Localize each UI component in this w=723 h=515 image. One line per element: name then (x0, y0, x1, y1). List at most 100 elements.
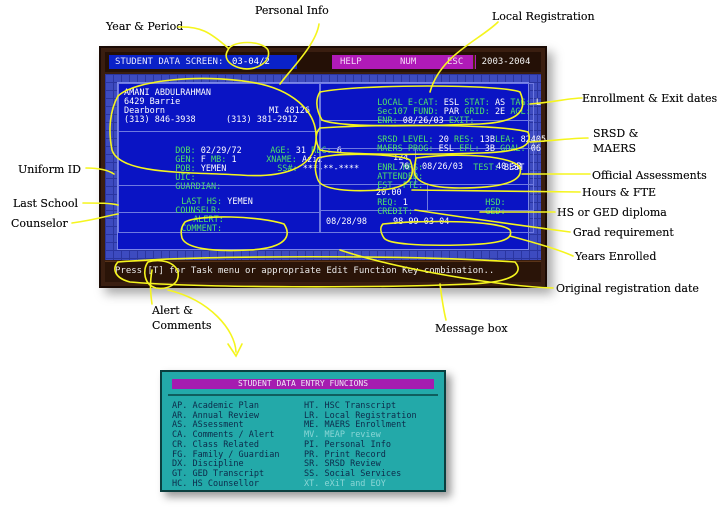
last-year-enrolled[interactable]: 03-04 (423, 217, 450, 227)
header-bar: STUDENT DATA SCREEN: 03-04/2 HELP NUM ES… (105, 52, 541, 72)
req-field[interactable]: 1 (402, 198, 408, 208)
annotation-alert-comments-2: Comments (152, 319, 212, 332)
task-menu-item-code: CR. (172, 439, 188, 450)
test-level-field[interactable]: 3B (511, 162, 522, 172)
comment-label: COMMENT: (181, 224, 223, 234)
task-menu-item-code: FG. (172, 449, 188, 460)
student-record-panel: AMANI ABDULRAHMAN 6429 Barrie Dearborn M… (117, 82, 546, 250)
task-menu-item-cr[interactable]: CR. Class Related (172, 439, 279, 451)
task-menu-item-ap[interactable]: AP. Academic Plan (172, 401, 279, 412)
task-menu-item-code: HC. (172, 478, 188, 489)
annotation-alert-comments-1: Alert & (152, 304, 193, 317)
local-registration-pane: LOCAL E-CAT: ESL STAT: AS TAG: L Sec107 … (320, 83, 541, 126)
task-menu-item-label: Academic Plan (192, 401, 260, 411)
task-menu-item-lr[interactable]: LR. Local Registration (304, 410, 417, 422)
tag-field[interactable]: L (535, 98, 542, 108)
ss-label: SS#: (277, 164, 298, 174)
task-menu-item-code: PI. (304, 439, 320, 450)
credit-label: CREDIT: (377, 207, 414, 217)
message-box: Press [T] for Task menu or appropriate E… (105, 261, 541, 282)
task-menu-arrowhead (227, 343, 243, 358)
task-menu-item-code: PR. (304, 449, 320, 460)
task-menu-item-code: HT. (304, 401, 320, 411)
task-menu-item-label: Personal Info (324, 439, 392, 450)
original-registration-date[interactable]: 08/28/98 (326, 217, 367, 227)
function-key-bar: HELP NUM ESC (332, 55, 476, 69)
req-label: REQ: (377, 198, 398, 208)
num-key[interactable]: NUM (400, 57, 417, 67)
phone-secondary[interactable]: (313) 381-2912 (226, 115, 298, 125)
task-menu-item-as[interactable]: AS. ASsessment (172, 421, 279, 431)
task-menu-item-label: Comments / Alert (192, 430, 275, 441)
task-menu-item-xt: XT. eXiT and EOY (304, 478, 417, 490)
task-menu-item-code: LR. (304, 410, 320, 421)
task-menu-item-code: SS. (304, 468, 320, 479)
task-menu-item-ca[interactable]: CA. Comments / Alert (172, 430, 279, 441)
task-menu-item-hc[interactable]: HC. HS Counsellor (172, 478, 279, 490)
task-menu-item-label: Discipline (192, 459, 244, 470)
task-menu-item-mv: MV. MEAP review (304, 430, 417, 441)
test-score-field[interactable]: 40 (496, 162, 507, 172)
srsd-maers-pane: SRSD LEVEL: 20 RES: 13BLEA: 82405 MAERS … (320, 121, 546, 154)
task-menu-item-pr[interactable]: PR. Print Record (304, 449, 417, 461)
agl-label: AGL: (510, 107, 531, 117)
annotation-original-registration-date: Original registration date (556, 282, 699, 295)
goal-field[interactable]: 06 (530, 144, 542, 154)
annotation-grad-requirement: Grad requirement (573, 226, 674, 239)
task-menu-item-code: AR. (172, 410, 188, 421)
req-value-field[interactable]: 20.00 (376, 188, 402, 198)
task-menu-item-label: Social Services (324, 468, 402, 479)
task-menu-item-gt[interactable]: GT. GED Transcript (172, 468, 279, 480)
guardian-label: GUARDIAN: (175, 182, 222, 192)
annotation-srsd-maers-2: MAERS (593, 142, 637, 155)
task-menu-item-label: MEAP review (324, 430, 381, 441)
official-assessment-pane: TEST: BEST 08/26/03 40 3B (416, 149, 534, 185)
divider (119, 131, 319, 132)
task-menu-item-code: GT. (172, 468, 188, 479)
counselor-label: COUNSELR: (175, 206, 222, 216)
task-menu-item-label: Annual Review (192, 410, 260, 421)
year-period-field[interactable]: 03-04/2 (232, 57, 270, 67)
annotation-years-enrolled: Years Enrolled (575, 250, 657, 263)
task-menu-item-ss[interactable]: SS. Social Services (304, 468, 417, 480)
last-hs-field[interactable]: YEMEN (227, 197, 253, 207)
task-menu-item-label: Local Registration (324, 410, 417, 421)
grid-field[interactable]: 2E (494, 107, 506, 117)
message-box-pointer (439, 283, 447, 321)
esc-key[interactable]: ESC (447, 57, 464, 67)
last-hs-label: LAST HS: (181, 197, 223, 207)
annotation-last-school: Last School (13, 197, 78, 210)
years-enrolled-pane: 08/28/98 98-99 03-04 (320, 211, 534, 233)
annotation-uniform-id: Uniform ID (18, 163, 81, 176)
task-menu: STUDENT DATA ENTRY FUNCIONS AP. Academic… (160, 370, 446, 492)
annotation-official-assessments: Official Assessments (592, 169, 707, 182)
screen-title-box: STUDENT DATA SCREEN: 03-04/2 (109, 55, 297, 69)
school-year: 2003-2004 (473, 55, 537, 69)
test-label: TEST: (473, 163, 499, 173)
task-menu-item-ar[interactable]: AR. Annual Review (172, 410, 279, 422)
task-menu-item-dx[interactable]: DX. Discipline (172, 459, 279, 470)
grad-requirement-pane: REQ: 1 20.00 CREDIT: (320, 185, 428, 217)
annotation-message-box: Message box (435, 322, 508, 335)
task-menu-item-fg[interactable]: FG. Family / Guardian (172, 449, 279, 461)
first-year-enrolled[interactable]: 98-99 (393, 217, 419, 227)
task-menu-item-sr[interactable]: SR. SRSD Review (304, 459, 417, 470)
task-menu-item-pi[interactable]: PI. Personal Info (304, 439, 417, 451)
task-menu-item-label: HS Counsellor (192, 478, 260, 489)
hs-ged-diploma-pane: HSD: GED: (428, 185, 534, 217)
annotation-hs-ged: HS or GED diploma (557, 206, 667, 219)
help-key[interactable]: HELP (340, 57, 362, 67)
year-period-pointer (177, 26, 229, 49)
student-data-screen-window: STUDENT DATA SCREEN: 03-04/2 HELP NUM ES… (99, 46, 547, 288)
task-menu-item-me[interactable]: ME. MAERS Enrollment (304, 421, 417, 431)
test-date-field[interactable]: 08/26/03 (422, 162, 463, 172)
task-menu-item-code: AP. (172, 401, 188, 411)
task-menu-title: STUDENT DATA ENTRY FUNCIONS (172, 379, 434, 389)
task-menu-item-code: SR. (304, 459, 320, 470)
task-menu-item-ht[interactable]: HT. HSC Transcript (304, 401, 417, 412)
task-menu-item-label: eXiT and EOY (324, 478, 386, 489)
task-menu-item-label: GED Transcript (192, 468, 265, 479)
phone-primary[interactable]: (313) 846-3938 (124, 115, 196, 125)
